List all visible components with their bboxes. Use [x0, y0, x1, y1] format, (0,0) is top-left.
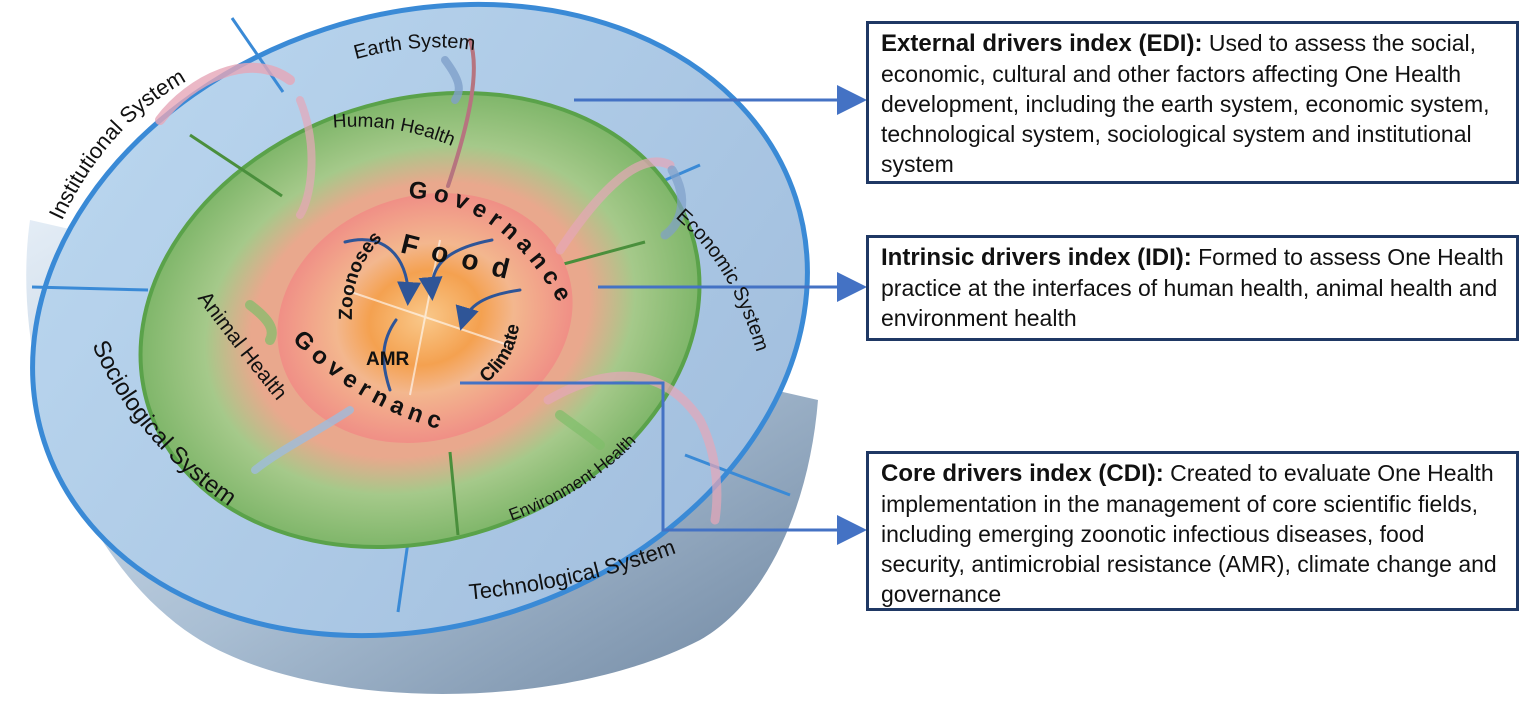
idi-text: Formed to assess One Health practice at … — [881, 244, 1504, 331]
core-cross — [344, 239, 509, 396]
edi-text: Used to assess the social, economic, cul… — [881, 30, 1490, 177]
label-amr: AMR — [366, 349, 410, 370]
edi-box: External drivers index (EDI): Used to as… — [866, 21, 1519, 184]
idi-title: Intrinsic drivers index (IDI): — [881, 244, 1192, 271]
cdi-box: Core drivers index (CDI): Created to eva… — [866, 451, 1519, 611]
middle-ring-dividers — [189, 133, 646, 536]
connector-lines — [460, 85, 867, 545]
idi-box: Intrinsic drivers index (IDI): Formed to… — [866, 235, 1519, 341]
cdi-title: Core drivers index (CDI): — [881, 460, 1164, 487]
flow-arrows — [155, 38, 722, 525]
edi-title: External drivers index (EDI): — [881, 30, 1203, 57]
cdi-text: Created to evaluate One Health implement… — [881, 460, 1497, 607]
connector-cdi — [460, 381, 867, 545]
